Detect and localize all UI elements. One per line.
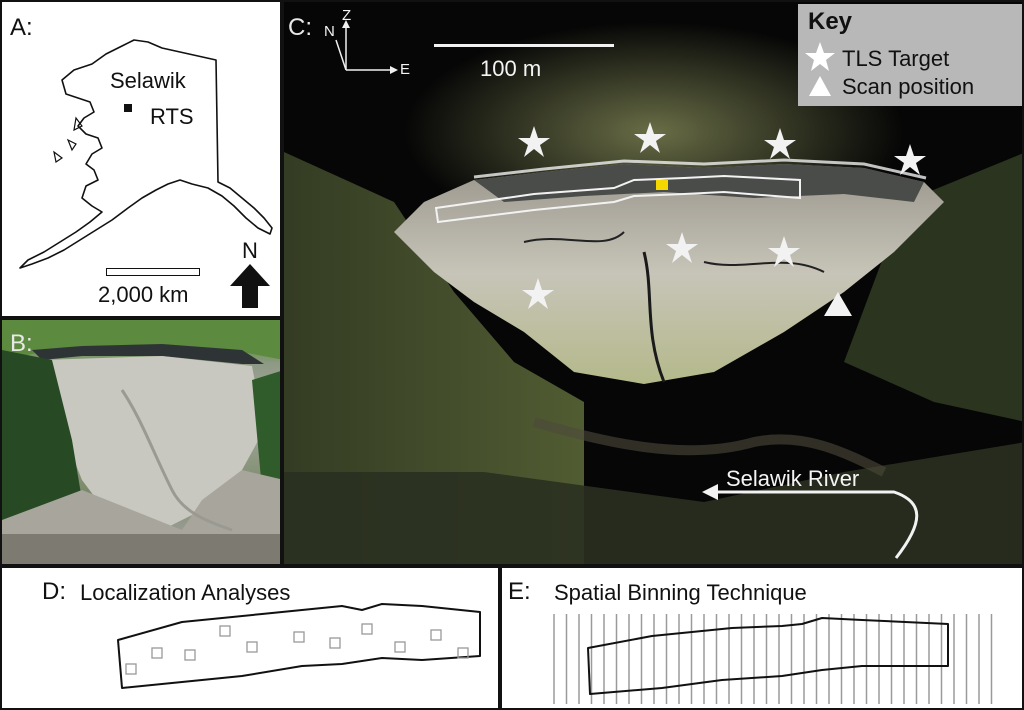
sample-square — [394, 641, 406, 653]
tls-targets — [518, 122, 926, 316]
highlight-cell — [656, 180, 668, 190]
sample-square — [329, 637, 341, 649]
key-scan-label: Scan position — [842, 74, 975, 99]
sample-square — [457, 647, 469, 659]
scale-label: 100 m — [480, 56, 542, 81]
sample-square — [219, 625, 231, 637]
sample-square — [246, 641, 258, 653]
key-triangle-icon — [809, 76, 831, 96]
target-star-icon — [666, 232, 698, 263]
target-star-icon — [894, 144, 926, 175]
point-cloud-illustration — [284, 22, 1022, 564]
key-star-icon — [805, 42, 835, 71]
sample-square — [361, 623, 373, 635]
panel-c-label: C: — [288, 14, 312, 41]
axis-n-label: N — [324, 23, 335, 40]
panel-a-alaska-map: A: Selawik RTS 2,000 km N — [0, 0, 282, 318]
panel-e-label: E: — [508, 578, 531, 605]
key-title: Key — [808, 8, 853, 35]
sample-square — [125, 663, 137, 675]
site-name-line2: RTS — [150, 104, 194, 129]
key-target-label: TLS Target — [842, 46, 950, 71]
axis-z-label: Z — [342, 7, 352, 24]
photo-illustration — [2, 320, 280, 564]
scale-bar — [434, 44, 614, 47]
panel-d-label: D: — [42, 578, 66, 605]
panel-e-binning: E: Spatial Binning Technique — [500, 566, 1024, 710]
sample-square — [293, 631, 305, 643]
site-name-line1: Selawik — [110, 68, 186, 93]
north-arrow-icon — [230, 264, 270, 308]
sample-square — [430, 629, 442, 641]
target-star-icon — [764, 128, 796, 159]
transect-outline — [434, 174, 801, 224]
scan-position-triangle-icon — [824, 292, 852, 316]
target-star-icon — [768, 236, 800, 267]
sample-square — [151, 647, 163, 659]
site-marker — [124, 104, 132, 112]
key-icons — [805, 42, 835, 96]
target-star-icon — [634, 122, 666, 153]
panel-c-point-cloud: C: N Z E 100 m Key TLS Target S — [282, 0, 1024, 566]
alaska-outline — [19, 39, 273, 269]
panel-b-label: B: — [10, 330, 33, 357]
river-label: Selawik River — [726, 466, 860, 491]
legend-key: Key TLS Target Scan position — [798, 4, 1022, 106]
map-scale-label: 2,000 km — [98, 282, 189, 307]
panel-e-title: Spatial Binning Technique — [554, 580, 807, 605]
target-star-icon — [518, 126, 550, 157]
axes-icon — [335, 20, 398, 74]
axis-e-label: E — [400, 61, 411, 78]
localization-diagram — [117, 603, 481, 689]
north-label: N — [242, 238, 258, 263]
sample-square — [184, 649, 196, 661]
panel-d-title: Localization Analyses — [80, 580, 291, 605]
river-arrow-icon — [702, 484, 919, 559]
binning-diagram — [553, 614, 993, 704]
panel-d-localization: D: Localization Analyses — [0, 566, 500, 710]
target-star-icon — [522, 278, 554, 309]
map-scale-bar — [106, 268, 200, 276]
panel-a-label: A: — [10, 14, 33, 41]
panel-b-photo: B: — [0, 318, 282, 566]
